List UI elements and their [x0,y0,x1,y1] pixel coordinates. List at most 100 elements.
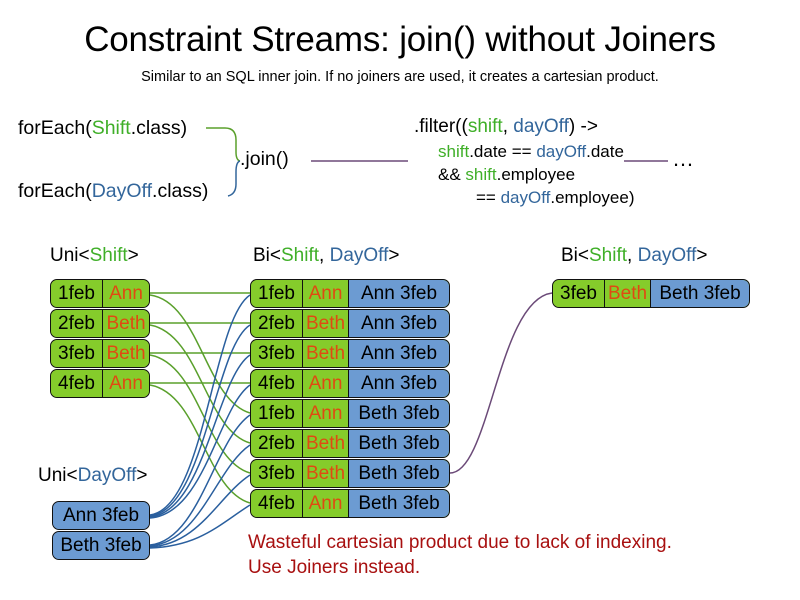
card-employee: Beth [303,340,349,367]
foreach-dayoff-expression: forEach(DayOff.class) [18,180,208,202]
foreach-shift-prefix: forEach( [18,117,92,139]
filter-param-dayoff: dayOff [513,116,569,137]
warning-line-1: Wasteful cartesian product due to lack o… [248,532,672,553]
label-uni-dayoff-type: DayOff [77,465,137,486]
filter-l3-end: .employee [496,165,576,184]
label-bi-middle-suffix: > [388,245,400,266]
filter-l4-paren: ) [628,188,635,207]
label-bi-right-type1: Shift [589,245,628,266]
card-employee: Beth [303,460,349,487]
card-date: 4feb [251,490,303,517]
foreach-dayoff-prefix: forEach( [18,180,92,202]
card-date: 3feb [553,280,605,307]
label-bi-right: Bi<Shift, DayOff> [561,245,707,267]
dayoff-label: Ann 3feb [53,502,149,529]
card-date: 1feb [51,280,103,307]
card-dayoff: Ann 3feb [349,340,449,367]
card-employee: Ann [103,370,149,397]
card-dayoff: Beth 3feb [349,400,449,427]
foreach-dayoff-suffix: .class) [152,180,209,202]
card-employee: Ann [303,490,349,517]
label-bi-right-sep: , [627,245,638,266]
card-employee: Ann [303,280,349,307]
page-subtitle: Similar to an SQL inner join. If no join… [141,69,659,85]
card-employee: Beth [103,310,149,337]
card-dayoff: Beth 3feb [651,280,749,307]
dayoff-card[interactable]: Beth 3feb [52,531,150,560]
filter-line-4: == dayOff.employee) [476,186,634,210]
foreach-shift-expression: forEach(Shift.class) [18,117,187,139]
filter-l3-prefix: && [438,165,466,184]
filter-line-2: shift.date == dayOff.date [438,140,624,164]
card-employee: Ann [103,280,149,307]
warning-line-2: Use Joiners instead. [248,557,421,578]
filter-l2-end: .date [586,142,624,161]
filter-param-separator: , [502,116,514,137]
foreach-dayoff-type: DayOff [91,180,153,202]
filter-prefix: .filter(( [414,116,468,137]
label-uni-shift: Uni<Shift> [50,245,139,267]
label-uni-dayoff-suffix: > [136,465,148,486]
card-employee: Beth [605,280,651,307]
card-date: 1feb [251,400,303,427]
ellipsis-marker: … [672,146,694,171]
foreach-shift-type: Shift [91,117,131,139]
filter-l2-shift: shift [438,142,470,161]
card-date: 4feb [51,370,103,397]
card-date: 2feb [251,430,303,457]
page-title: Constraint Streams: join() without Joine… [84,20,716,59]
dayoff-label: Beth 3feb [53,532,149,559]
filter-line-3: && shift.employee [438,163,575,187]
filter-arrow: ) -> [568,116,598,137]
filter-l2-dayoff: dayOff [536,142,587,161]
card-date: 3feb [51,340,103,367]
label-uni-dayoff-prefix: Uni< [38,465,78,486]
card-employee: Beth [303,430,349,457]
card-employee: Beth [103,340,149,367]
card-employee: Ann [303,400,349,427]
filter-l3-shift: shift [465,165,497,184]
card-date: 1feb [251,280,303,307]
label-uni-shift-type: Shift [89,245,128,266]
card-dayoff: Beth 3feb [349,490,449,517]
card-dayoff: Ann 3feb [349,280,449,307]
foreach-shift-suffix: .class) [130,117,188,139]
label-bi-middle: Bi<Shift, DayOff> [253,245,399,267]
label-bi-right-suffix: > [696,245,708,266]
filter-l4-prefix: == [476,188,501,207]
card-employee: Beth [303,310,349,337]
label-bi-right-type2: DayOff [637,245,697,266]
label-bi-middle-prefix: Bi< [253,245,281,266]
warning-message: Wasteful cartesian product due to lack o… [248,530,672,580]
filter-l2-mid: .date == [469,142,537,161]
label-bi-middle-sep: , [319,245,330,266]
label-uni-dayoff: Uni<DayOff> [38,465,148,487]
join-label: .join() [240,148,289,170]
dayoff-card[interactable]: Ann 3feb [52,501,150,530]
label-bi-middle-type1: Shift [281,245,320,266]
label-bi-right-prefix: Bi< [561,245,589,266]
filter-l4-dayoff: dayOff [500,188,551,207]
card-dayoff: Beth 3feb [349,430,449,457]
card-dayoff: Ann 3feb [349,370,449,397]
label-uni-shift-suffix: > [127,245,139,266]
card-date: 2feb [251,310,303,337]
label-bi-middle-type2: DayOff [329,245,389,266]
card-date: 3feb [251,340,303,367]
card-dayoff: Ann 3feb [349,310,449,337]
card-dayoff: Beth 3feb [349,460,449,487]
